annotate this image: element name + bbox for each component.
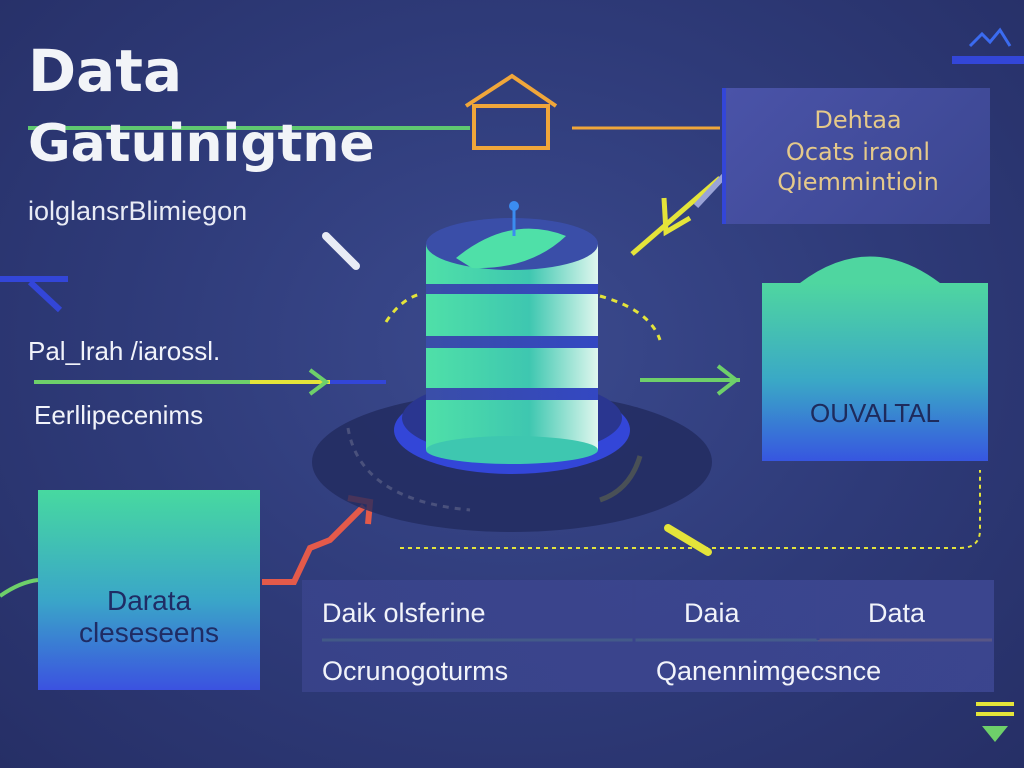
table-cell-r1c1: Daik olsferine [322, 598, 486, 628]
page-subtitle: iolglansrBlimiegon [28, 196, 248, 226]
left-flow-arrow [34, 368, 386, 396]
database-box-label-1: Darata [106, 585, 192, 616]
left-accent [0, 276, 68, 313]
table-cell-r2c1: Ocrunogoturms [322, 656, 509, 686]
data-table-panel [302, 580, 994, 692]
info-box: Dehtaa Ocats iraonl Qiemmintioin [722, 88, 990, 224]
spark-dash [322, 232, 360, 270]
info-line-3: Qiemmintioin [777, 168, 939, 196]
output-connector [400, 470, 981, 549]
info-arrow [630, 173, 727, 256]
right-flow-arrow [640, 364, 740, 396]
database-box-label-2: cleseseens [78, 617, 220, 648]
house-icon [464, 73, 558, 150]
mountain-icon [952, 27, 1024, 64]
info-line-1: Dehtaa [814, 106, 902, 134]
output-box-label: OUVALTAL [809, 398, 941, 428]
table-cell-r1c2: Daia [684, 598, 740, 628]
database-box [38, 490, 260, 690]
page-title-line1: Data [28, 37, 183, 105]
table-cell-r1c3: Data [868, 598, 926, 628]
info-line-2: Ocats iraonl [785, 138, 931, 166]
down-arrow-icon [976, 702, 1014, 742]
table-cell-r2c2: Qanennimgecsnce [656, 656, 882, 686]
left-label-2: Eerllipecenims [34, 400, 204, 430]
page-title-line2: Gatuinigtne [28, 114, 375, 174]
left-label-1: Pal_lrah /iarossl. [28, 336, 221, 366]
database-cylinder-icon [394, 201, 630, 474]
output-box [762, 283, 988, 461]
